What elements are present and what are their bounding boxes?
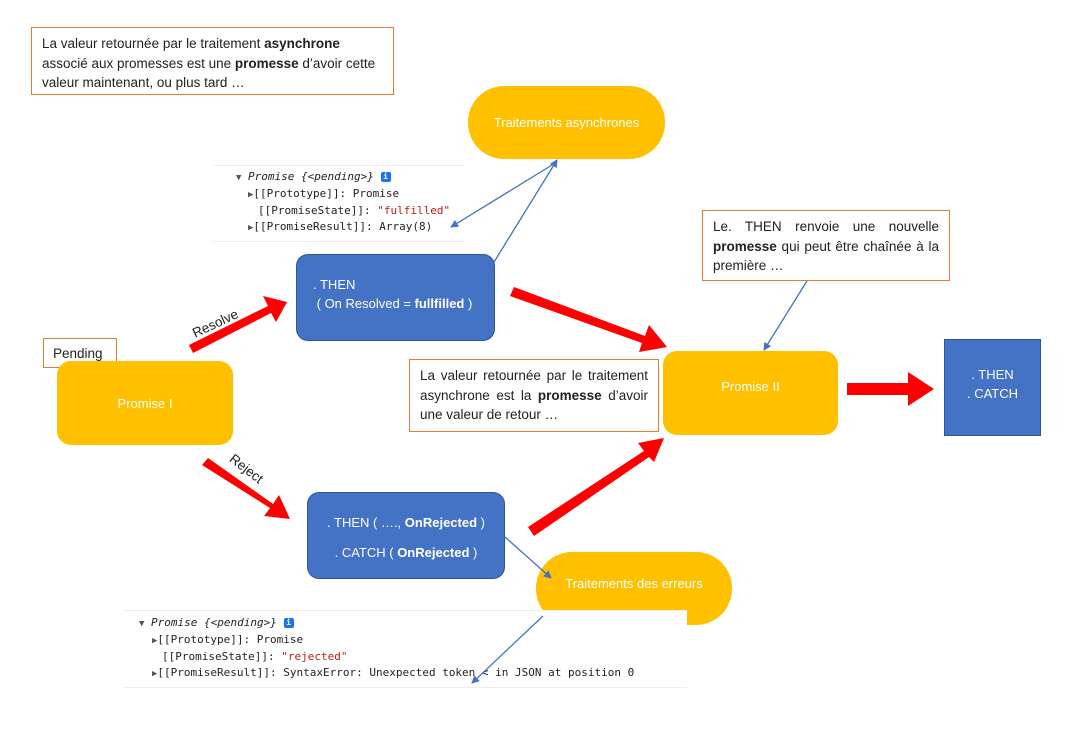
collapse-triangle-icon: ▶: [152, 636, 158, 646]
then-to-promise2-arrow: [510, 287, 667, 352]
connector-then-to-async: [493, 159, 558, 263]
connector-async-to-console: [450, 161, 558, 228]
node-then-rejected: . THEN ( …., OnRejected ) . CATCH ( OnRe…: [307, 492, 505, 579]
red-arrows: [189, 287, 934, 536]
node-then-catch-final: . THEN . CATCH: [944, 339, 1041, 436]
note-then-chain: Le. THEN renvoie une nouvelle promesse q…: [702, 210, 950, 281]
promise2-to-final-arrow: [847, 372, 934, 406]
resolve-arrow: [189, 296, 287, 353]
expand-triangle-icon: ▼: [236, 173, 242, 183]
expand-triangle-icon: ▼: [139, 619, 145, 629]
info-icon: i: [283, 618, 294, 628]
node-async-processing: Traitements asynchrones: [468, 86, 665, 159]
connector-note-to-promise2: [763, 280, 808, 351]
console-rejected: ▼ Promise {<pending>} i ▶[[Prototype]]: …: [123, 610, 687, 688]
collapse-triangle-icon: ▶: [152, 669, 158, 679]
console-fulfilled: ▼ Promise {<pending>} i ▶[[Prototype]]: …: [214, 165, 464, 242]
note-async-value: La valeur retournée par le traitement as…: [31, 27, 394, 95]
collapse-triangle-icon: ▶: [248, 223, 254, 233]
reject-to-promise2-arrow: [528, 438, 664, 536]
node-then-resolved: . THEN ( On Resolved = fullfilled ): [296, 254, 495, 341]
note-return-value: La valeur retournée par le traitement as…: [409, 359, 659, 432]
info-icon: i: [380, 172, 391, 182]
collapse-triangle-icon: ▶: [248, 190, 254, 200]
connectors: [450, 159, 808, 684]
connector-errors-to-console: [471, 615, 544, 684]
reject-arrow: [202, 458, 290, 519]
node-promise-1: Promise I: [57, 361, 233, 445]
node-promise-2: Promise II: [663, 351, 838, 435]
connector-reject-to-errors: [504, 536, 552, 579]
